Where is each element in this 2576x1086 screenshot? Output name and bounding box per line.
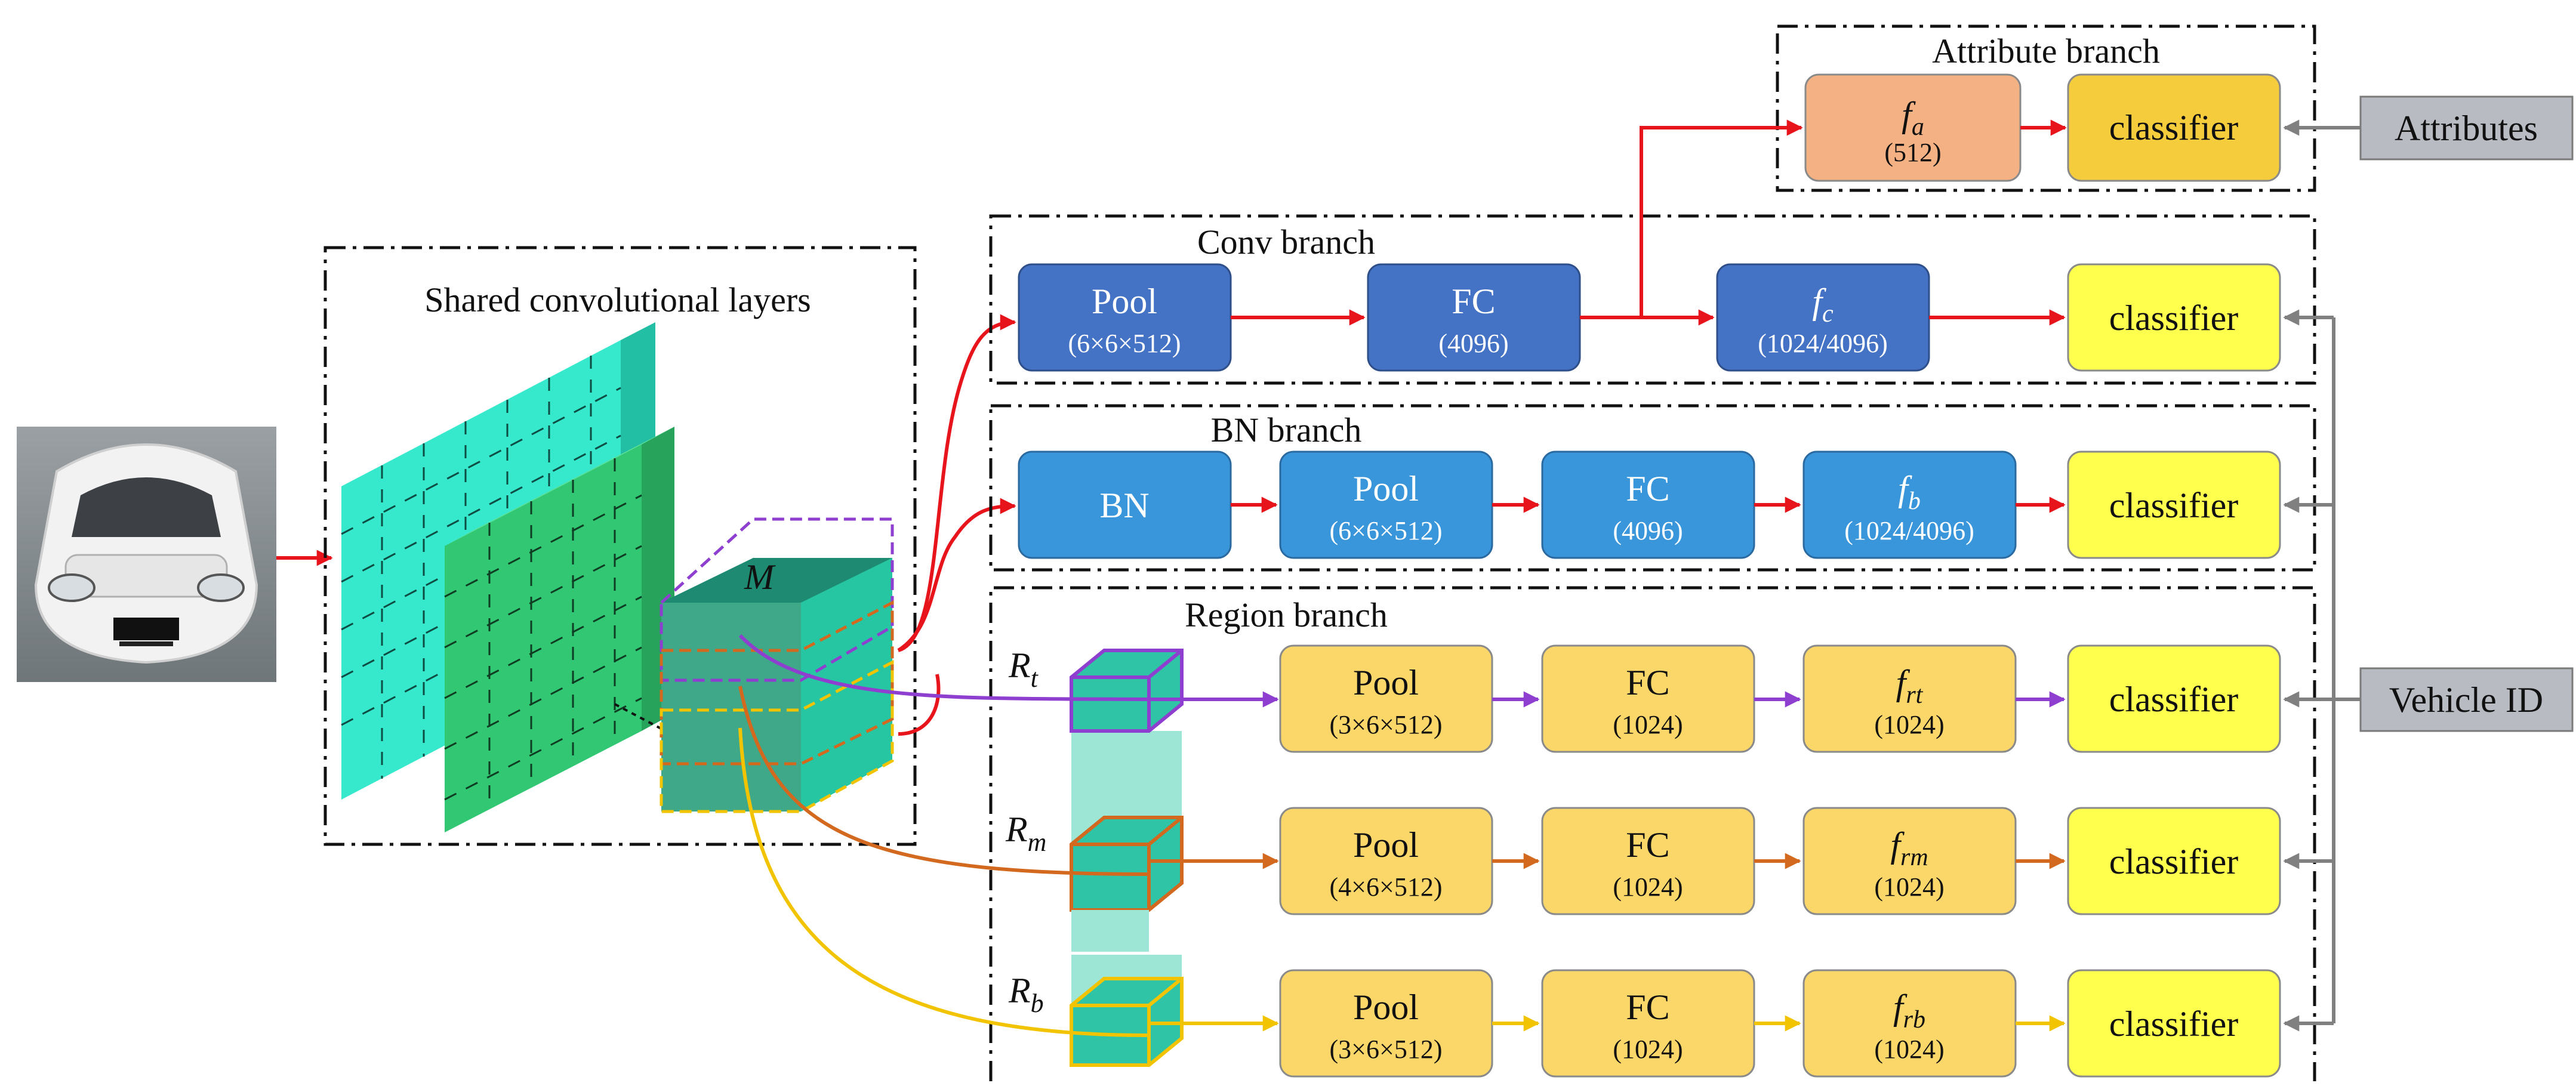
region-branch-frame (989, 586, 2316, 1081)
bn-feature-box: fb (1024/4096) (1802, 451, 2017, 559)
vehicle-id-connections (2283, 309, 2361, 1032)
conv-branch-frame (989, 214, 2316, 385)
region-branch-title: Region branch (1185, 596, 1388, 634)
region-top-fc-dim: (1024) (1613, 710, 1683, 739)
conv-pool-label: Pool (1092, 282, 1157, 321)
conv-fc-box: FC (4096) (1367, 263, 1581, 372)
conv-branch-title: Conv branch (1197, 223, 1375, 261)
region-branch: Region branch Rt Rm Rb (738, 586, 2316, 1081)
attribute-branch-frame (1776, 24, 2316, 192)
region-bottom-fc-box: FC (1024) (1541, 969, 1755, 1078)
bn-fc-label: FC (1626, 469, 1669, 508)
bn-feature-dim: (1024/4096) (1844, 516, 1974, 545)
attribute-feature-dim: (512) (1884, 138, 1941, 167)
region-middle-classifier-label: classifier (2109, 842, 2239, 881)
region-bottom-pool-dim: (3×6×512) (1330, 1035, 1443, 1064)
bn-classifier-label: classifier (2109, 486, 2239, 525)
region-middle-cube (1070, 803, 1184, 952)
attributes-input-box: Attributes (2359, 95, 2574, 161)
shared-layers-frame (323, 246, 917, 846)
region-top-pool-dim: (3×6×512) (1330, 710, 1443, 739)
region-middle-classifier-box: classifier (2067, 807, 2281, 915)
attribute-branch: Attribute branch fa (512) classifier (1776, 24, 2361, 192)
bn-pool-box: Pool (6×6×512) (1279, 451, 1493, 559)
region-bottom-pool-label: Pool (1353, 988, 1419, 1027)
vehicle-id-input-box: Vehicle ID (2359, 667, 2574, 732)
bn-classifier-box: classifier (2067, 451, 2281, 559)
region-top-fc-label: FC (1626, 663, 1669, 702)
region-middle-fc-dim: (1024) (1613, 872, 1683, 902)
bn-bn-label: BN (1099, 486, 1149, 525)
attribute-branch-title: Attribute branch (1932, 32, 2160, 70)
conv-classifier-label: classifier (2109, 298, 2239, 338)
region-middle-feature-symbol: frm (1890, 825, 1928, 871)
region-top-classifier-box: classifier (2067, 644, 2281, 753)
region-bottom-fc-label: FC (1626, 988, 1669, 1027)
vehicle-id-label: Vehicle ID (2389, 680, 2543, 720)
region-top-feature-box: frt (1024) (1802, 644, 2017, 753)
conv-feature-dim: (1024/4096) (1758, 329, 1888, 358)
region-bottom-feature-dim: (1024) (1874, 1035, 1944, 1064)
shared-layers-title: Shared convolutional layers (424, 280, 811, 319)
region-top-label: Rt (1008, 646, 1039, 693)
conv-feature-symbol: fc (1812, 282, 1834, 328)
conv-branch: Conv branch Pool (6×6×512) FC (4096) fc … (989, 119, 2316, 385)
attributes-label: Attributes (2395, 109, 2538, 148)
region-bottom-classifier-box: classifier (2067, 969, 2281, 1078)
region-top-feature-dim: (1024) (1874, 710, 1944, 739)
conv-pool-dim: (6×6×512) (1068, 329, 1181, 358)
region-middle-label: Rm (1005, 810, 1046, 857)
input-car-image (17, 427, 276, 682)
feature-map-label: M (744, 557, 776, 597)
conv-fc-label: FC (1452, 282, 1495, 321)
conv-pool-box: Pool (6×6×512) (1018, 263, 1232, 372)
region-middle-feature-box: frm (1024) (1802, 807, 2017, 915)
region-bottom-pool-box: Pool (3×6×512) (1279, 969, 1493, 1078)
conv-classifier-box: classifier (2067, 263, 2281, 372)
region-middle-fc-box: FC (1024) (1541, 807, 1755, 915)
region-middle-pool-box: Pool (4×6×512) (1279, 807, 1493, 915)
bn-branch-title: BN branch (1211, 411, 1362, 449)
shared-conv-layers-group: Shared convolutional layers (323, 246, 917, 846)
region-middle-feature-dim: (1024) (1874, 872, 1944, 902)
region-bottom-classifier-label: classifier (2109, 1004, 2239, 1044)
region-top-cube (1070, 649, 1184, 803)
region-bottom-cube (1070, 955, 1184, 1067)
bn-pool-dim: (6×6×512) (1330, 516, 1443, 545)
bn-fc-box: FC (4096) (1541, 451, 1755, 559)
attribute-classifier-box: classifier (2067, 73, 2281, 182)
region-middle-fc-label: FC (1626, 825, 1669, 865)
region-middle-pool-dim: (4×6×512) (1330, 872, 1443, 902)
attribute-classifier-label: classifier (2109, 108, 2239, 147)
region-top-pool-box: Pool (3×6×512) (1279, 644, 1493, 753)
region-bottom-feature-box: frb (1024) (1802, 969, 2017, 1078)
conv-feature-box: fc (1024/4096) (1716, 263, 1930, 372)
bn-branch: BN branch BN Pool (6×6×512) FC (4096) fb… (989, 404, 2316, 572)
bn-bn-box: BN (1018, 451, 1232, 559)
conv-fc-dim: (4096) (1438, 329, 1508, 358)
bn-pool-label: Pool (1353, 469, 1419, 508)
attribute-feature-box: fa (512) (1804, 73, 2022, 182)
bn-fc-dim: (4096) (1613, 516, 1683, 545)
bn-branch-frame (989, 404, 2316, 572)
region-top-classifier-label: classifier (2109, 680, 2239, 719)
region-top-fc-box: FC (1024) (1541, 644, 1755, 753)
region-top-pool-label: Pool (1353, 663, 1419, 702)
region-bottom-fc-dim: (1024) (1613, 1035, 1683, 1064)
arrow-m-to-conv (898, 314, 1016, 652)
region-bottom-label: Rb (1008, 971, 1044, 1018)
region-middle-pool-label: Pool (1353, 825, 1419, 865)
